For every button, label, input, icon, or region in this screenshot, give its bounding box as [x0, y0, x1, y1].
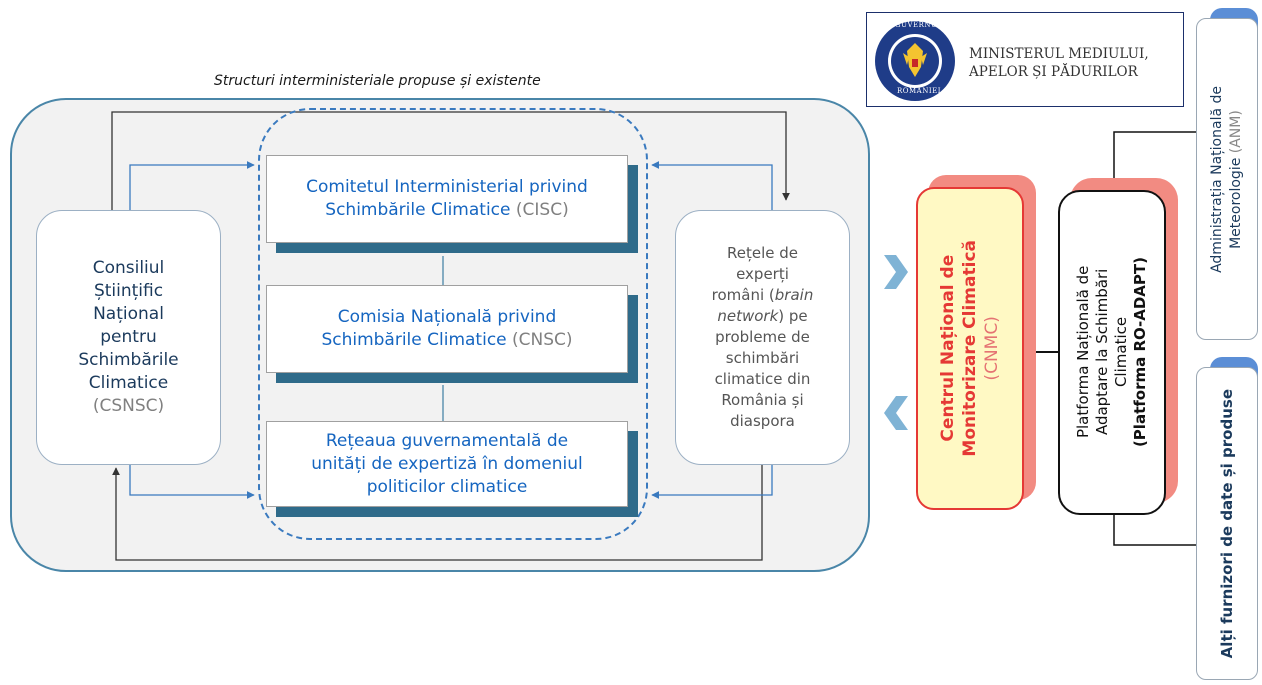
seal-text-top: GUVERNUL: [895, 21, 943, 29]
cnmc-line2: Monitorizare Climatică: [960, 240, 980, 457]
bottom-feedback-line: [112, 465, 763, 561]
retea-line1: Rețeaua guvernamentală de: [325, 430, 569, 451]
csnsc-line: Științific: [93, 281, 164, 301]
experti-to-group-top: [651, 161, 773, 210]
experti-line: Rețele de: [726, 244, 798, 262]
experti-line: români (: [711, 286, 775, 304]
experti-to-group-bottom: [651, 465, 773, 499]
retea-line2: unități de expertiză în domeniul: [311, 453, 583, 474]
retea-guvernamentala-box: Rețeaua guvernamentală de unități de exp…: [266, 421, 628, 507]
cnsc-box: Comisia Națională privind Schimbările Cl…: [266, 285, 628, 373]
anm-line2: Meteorologie: [1228, 157, 1244, 249]
experti-line: ) pe: [778, 307, 808, 325]
csnsc-line: Climatice: [88, 373, 169, 393]
alti-label: Alți furnizori de date și produse: [1218, 388, 1236, 659]
cnsc-abbr: (CNSC): [512, 330, 573, 350]
cisc-line2: Schimbările Climatice: [325, 200, 511, 220]
cisc-abbr: (CISC): [515, 200, 569, 220]
cnmc-line1: Centrul Național de: [938, 255, 958, 442]
platforma-box: Platforma Națională de Adaptare la Schim…: [1058, 190, 1166, 515]
cnmc-abbr: (CNMC): [982, 316, 1002, 381]
experti-network-box: Rețele de experți români (brain network)…: [675, 210, 850, 465]
top-feedback-line: [111, 111, 790, 210]
anm-abbr: (ANM): [1228, 109, 1244, 153]
platforma-line1: Platforma Națională de: [1074, 266, 1092, 439]
cisc-line1: Comitetul Interministerial privind: [306, 177, 588, 197]
government-seal-icon: [875, 21, 955, 101]
cnsc-line2: Schimbările Climatice: [321, 330, 507, 350]
cnsc-line1: Comisia Națională privind: [337, 307, 557, 327]
experti-italic: network: [717, 307, 779, 325]
cnmc-box: Centrul Național de Monitorizare Climati…: [916, 187, 1024, 510]
chevron-left-icon: [884, 396, 908, 430]
experti-line: climatice din: [714, 370, 811, 388]
retea-line3: politicilor climatice: [366, 476, 528, 497]
anm-box: Administrația Națională de Meteorologie …: [1196, 18, 1258, 340]
csnsc-line: Schimbările: [78, 350, 179, 370]
csnsc-line: pentru: [100, 327, 157, 347]
chevron-right-icon: [884, 255, 908, 289]
csnsc-line: Național: [93, 304, 164, 324]
csnsc-abbr: (CSNSC): [92, 396, 165, 416]
csnsc-to-group-bottom: [129, 465, 255, 499]
experti-line: probleme de: [715, 328, 810, 346]
platforma-alti-link: [1113, 515, 1196, 546]
anm-line1: Administrația Națională de: [1209, 85, 1225, 273]
experti-line: diaspora: [730, 412, 795, 430]
cisc-box: Comitetul Interministerial privind Schim…: [266, 155, 628, 243]
experti-line: schimbări: [725, 349, 800, 367]
platforma-line2: Adaptare la Schimbări: [1093, 269, 1111, 436]
ministry-line1: MINISTERUL MEDIULUI,: [969, 46, 1149, 62]
platforma-anm-link: [1113, 131, 1196, 190]
ministry-line2: APELOR ȘI PĂDURILOR: [969, 64, 1138, 80]
platforma-line4: (Platforma RO-ADAPT): [1131, 257, 1149, 448]
csnsc-line: Consiliul: [92, 258, 165, 278]
dashed-group-boundary: [258, 108, 648, 540]
platforma-line3: Climatice: [1112, 317, 1130, 388]
alti-furnizori-box: Alți furnizori de date și produse: [1196, 367, 1258, 680]
experti-line: experți: [736, 265, 789, 283]
csnsc-box: Consiliul Științific Național pentru Sch…: [36, 210, 221, 465]
experti-italic: brain: [774, 286, 814, 304]
ministry-logo-block: GUVERNUL ROMÂNIEI MINISTERUL MEDIULUI, A…: [866, 12, 1184, 107]
experti-line: România și: [721, 391, 804, 409]
seal-text-bottom: ROMÂNIEI: [897, 87, 941, 95]
diagram-title: Structuri interministeriale propuse și e…: [214, 73, 541, 89]
csnsc-to-group-top: [129, 161, 255, 210]
